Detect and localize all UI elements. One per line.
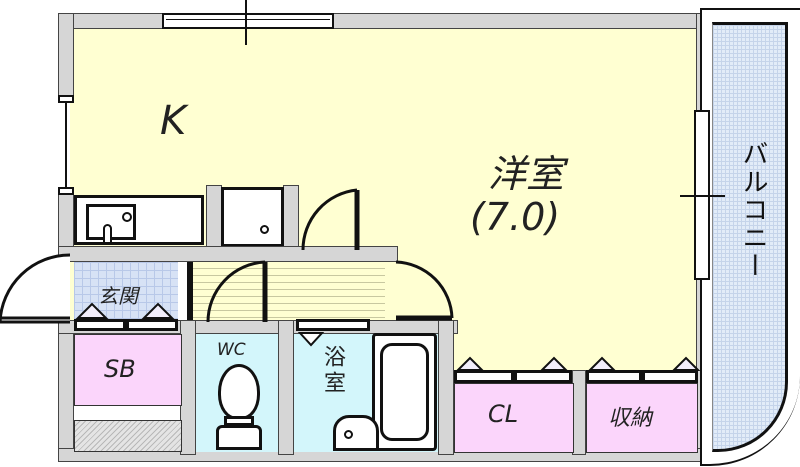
- western-room-size: (7.0): [470, 195, 561, 239]
- east-window-mullion: [680, 195, 725, 197]
- entrance-partition: [178, 262, 190, 324]
- wash-basin-drain: [344, 430, 353, 439]
- closet-door-right: [514, 370, 572, 383]
- closet-label: CL: [488, 400, 519, 428]
- shoe-box-door-left: [74, 319, 126, 331]
- washer-drain: [260, 225, 269, 234]
- closet: [454, 383, 574, 453]
- divider-wc-bath: [278, 320, 294, 455]
- entrance-label: 玄関: [98, 284, 138, 308]
- wash-basin: [333, 415, 379, 451]
- storage: [586, 383, 698, 453]
- west-window-cap-top: [58, 95, 74, 103]
- bath-door: [296, 319, 370, 331]
- north-window-mullion: [245, 0, 247, 45]
- balcony-floor: [712, 22, 788, 452]
- sink-faucet: [103, 224, 112, 242]
- western-room-label: 洋室: [488, 152, 565, 196]
- storage-label: 収納: [608, 406, 653, 431]
- storage-door-right: [642, 370, 698, 383]
- north-window-pane: [166, 19, 330, 22]
- corridor-north-wall: [58, 246, 398, 262]
- north-window: [162, 13, 334, 29]
- bathtub-inner: [380, 343, 429, 441]
- balcony-label: バルコニー: [738, 140, 768, 280]
- kitchen-label: K: [160, 98, 187, 144]
- washing-machine-space: [221, 187, 284, 247]
- sink-drain: [122, 212, 132, 222]
- west-window-cap-bottom: [58, 187, 74, 195]
- storage-door-left: [586, 370, 642, 383]
- bathroom-label: 浴室: [320, 345, 345, 397]
- shoe-box: [74, 334, 182, 406]
- hatched-area: [74, 420, 182, 452]
- shoe-box-door-right: [126, 319, 178, 331]
- closet-door-left: [454, 370, 514, 383]
- shoe-box-label: SB: [104, 355, 136, 383]
- toilet-label: WC: [217, 340, 246, 360]
- toilet-bowl: [218, 364, 260, 420]
- toilet-seat-joint: [224, 416, 254, 426]
- hallway-floor: [190, 262, 385, 322]
- west-window-rail: [65, 99, 67, 191]
- toilet-tank: [216, 425, 262, 450]
